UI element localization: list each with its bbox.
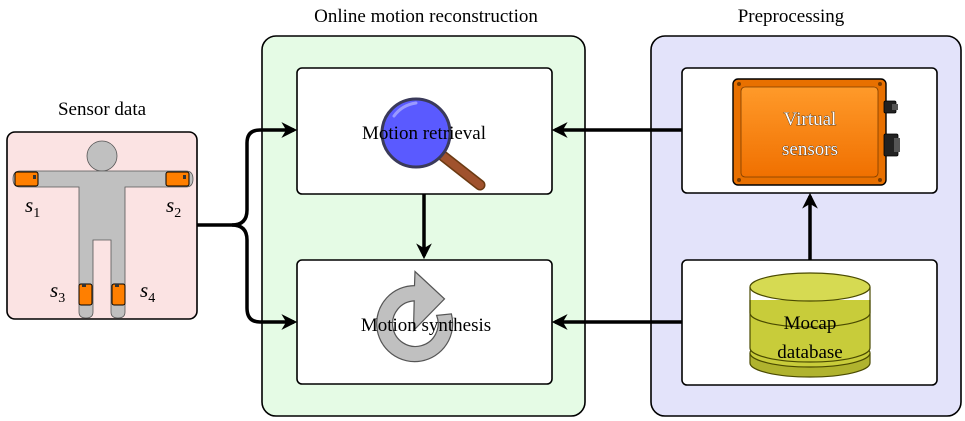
- virtual-sensors-label-line2: sensors: [782, 139, 838, 160]
- sensor-icon: [14, 171, 39, 187]
- sensor-label-s4: s4: [140, 278, 155, 306]
- sensor-data-title: Sensor data: [58, 99, 147, 120]
- online-reconstruction-title: Online motion reconstruction: [314, 6, 538, 27]
- virtual-sensors-label-line1: Virtual: [784, 109, 837, 130]
- mocap-database-label-line1: Mocap: [784, 313, 837, 334]
- sensor-device-icon: [732, 78, 900, 186]
- sensor-icon: [165, 171, 190, 187]
- magnifier-icon: [380, 97, 486, 191]
- sensor-icon: [111, 283, 126, 306]
- cycle-arrow-icon: [376, 270, 454, 363]
- motion-synthesis-label: Motion synthesis: [361, 315, 491, 336]
- motion-retrieval-label: Motion retrieval: [362, 123, 486, 144]
- sensor-icon: [78, 283, 93, 306]
- mocap-database-label-line2: database: [777, 342, 842, 363]
- database-icon: [749, 272, 871, 378]
- sensor-label-s3: s3: [50, 278, 65, 306]
- sensor-label-s2: s2: [166, 193, 181, 221]
- sensor-label-s1: s1: [25, 193, 40, 221]
- sensor-to-synthesis-arrow: [231, 223, 298, 330]
- preprocessing-title: Preprocessing: [738, 6, 845, 27]
